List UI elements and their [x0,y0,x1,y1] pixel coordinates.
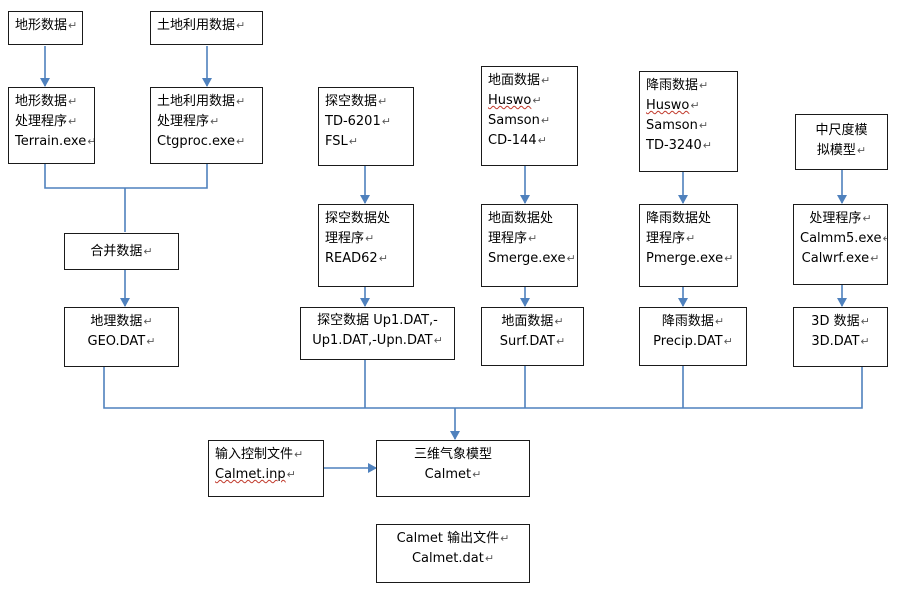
box-surface-data: 地面数据↵ Huswo↵ Samson↵ CD-144↵ [481,66,578,166]
connector-proc-merge [44,164,208,232]
box-precip-proc: 降雨数据处 理程序↵ Pmerge.exe↵ [639,204,738,287]
box-meso-proc: 处理程序↵ Calmm5.exe↵ Calwrf.exe↵ [793,204,888,285]
collector-bus [103,360,863,409]
box-control-file: 输入控制文件↵ Calmet.inp↵ [208,440,324,497]
box-output-file: Calmet 输出文件↵ Calmet.dat↵ [376,524,530,583]
box-meso-model: 中尺度模 拟模型↵ [795,114,888,170]
box-surface-out: 地面数据↵ Surf.DAT↵ [481,307,584,366]
box-geo-data: 地理数据↵ GEO.DAT↵ [64,307,179,367]
box-surface-proc: 地面数据处 理程序↵ Smerge.exe↵ [481,204,578,287]
box-terrain-data: 地形数据↵ [8,11,83,45]
box-landuse-proc: 土地利用数据↵ 处理程序↵ Ctgproc.exe↵ [150,87,263,164]
box-sounding-data: 探空数据↵ TD-6201↵ FSL↵ [318,87,414,166]
box-sounding-proc: 探空数据处 理程序↵ READ62↵ [318,204,414,287]
box-3d-data: 3D 数据↵ 3D.DAT↵ [793,307,888,367]
box-sounding-out: 探空数据 Up1.DAT,- Up1.DAT,-Upn.DAT↵ [300,307,455,360]
box-precip-out: 降雨数据↵ Precip.DAT↵ [639,307,747,366]
box-3d-model: 三维气象模型 Calmet↵ [376,440,530,497]
box-precip-data: 降雨数据↵ Huswo↵ Samson↵ TD-3240↵ [639,71,738,172]
box-landuse-data: 土地利用数据↵ [150,11,263,45]
box-merge-data: 合并数据↵ [64,233,179,270]
box-terrain-proc: 地形数据↵ 处理程序↵ Terrain.exe↵ [8,87,95,164]
